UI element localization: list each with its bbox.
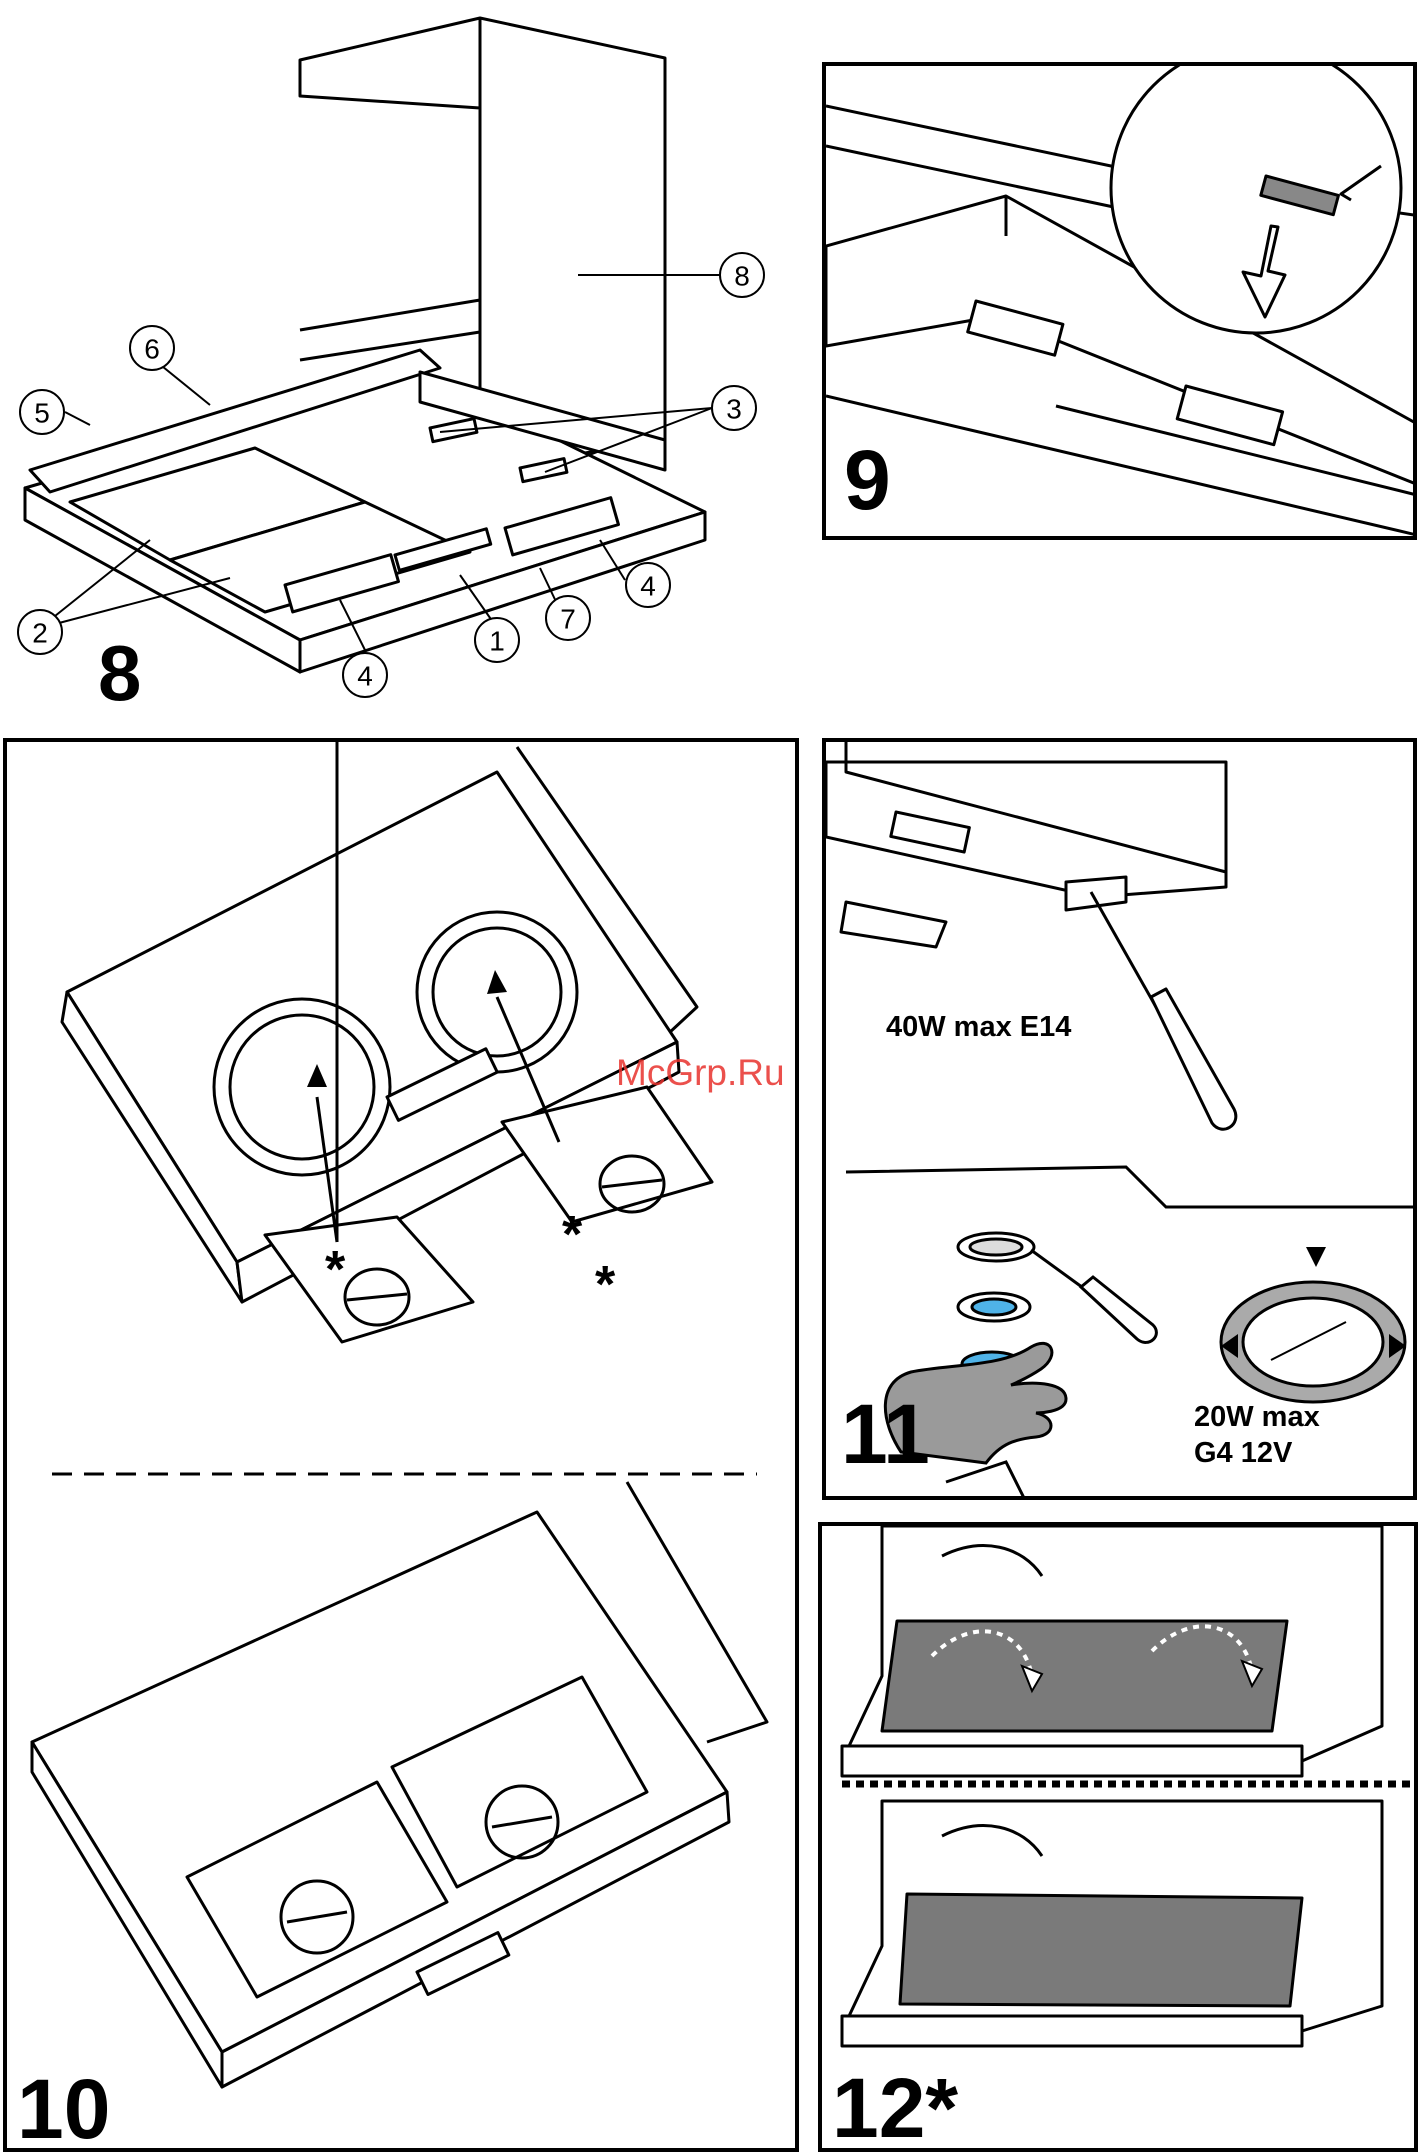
callout-6: 6 (144, 334, 160, 365)
figure-8: 8 6 5 3 2 4 4 1 7 8 (0, 0, 820, 720)
spec-top-bulb: 40W max E14 (886, 1010, 1071, 1045)
svg-text:*: * (595, 1256, 616, 1314)
figure-10-panel: * * * 10 (3, 738, 799, 2152)
svg-text:*: * (325, 1241, 346, 1299)
callout-8: 8 (734, 261, 750, 292)
callout-7: 7 (560, 604, 576, 635)
figure-8-label: 8 (98, 634, 141, 712)
callout-4-right: 4 (640, 571, 656, 602)
figure-12-drawing (822, 1526, 1418, 2152)
figure-9-drawing (826, 66, 1417, 540)
figure-9-label: 9 (844, 438, 891, 522)
figure-8-drawing: 8 6 5 3 2 4 4 1 7 (0, 0, 820, 720)
svg-text:*: * (562, 1206, 583, 1264)
figure-12-panel: 12* (818, 1522, 1418, 2152)
figure-10-drawing: * * * (7, 742, 799, 2152)
watermark-text: McGrp.Ru (616, 1052, 785, 1094)
callout-5: 5 (34, 398, 50, 429)
spec-bottom-bulb-line2: G4 12V (1194, 1436, 1292, 1471)
spec-bottom-bulb-line1: 20W max (1194, 1400, 1320, 1435)
figure-11-panel: 40W max E14 20W max G4 12V 11 (822, 738, 1417, 1500)
callout-1: 1 (489, 626, 505, 657)
figure-11-label: 11 (841, 1392, 930, 1476)
figure-12-label: 12* (832, 2066, 958, 2150)
callout-3: 3 (726, 394, 742, 425)
callout-4-left: 4 (357, 661, 373, 692)
callout-2: 2 (32, 618, 48, 649)
figure-10-label: 10 (17, 2067, 110, 2151)
figure-9-panel: 9 (822, 62, 1417, 540)
